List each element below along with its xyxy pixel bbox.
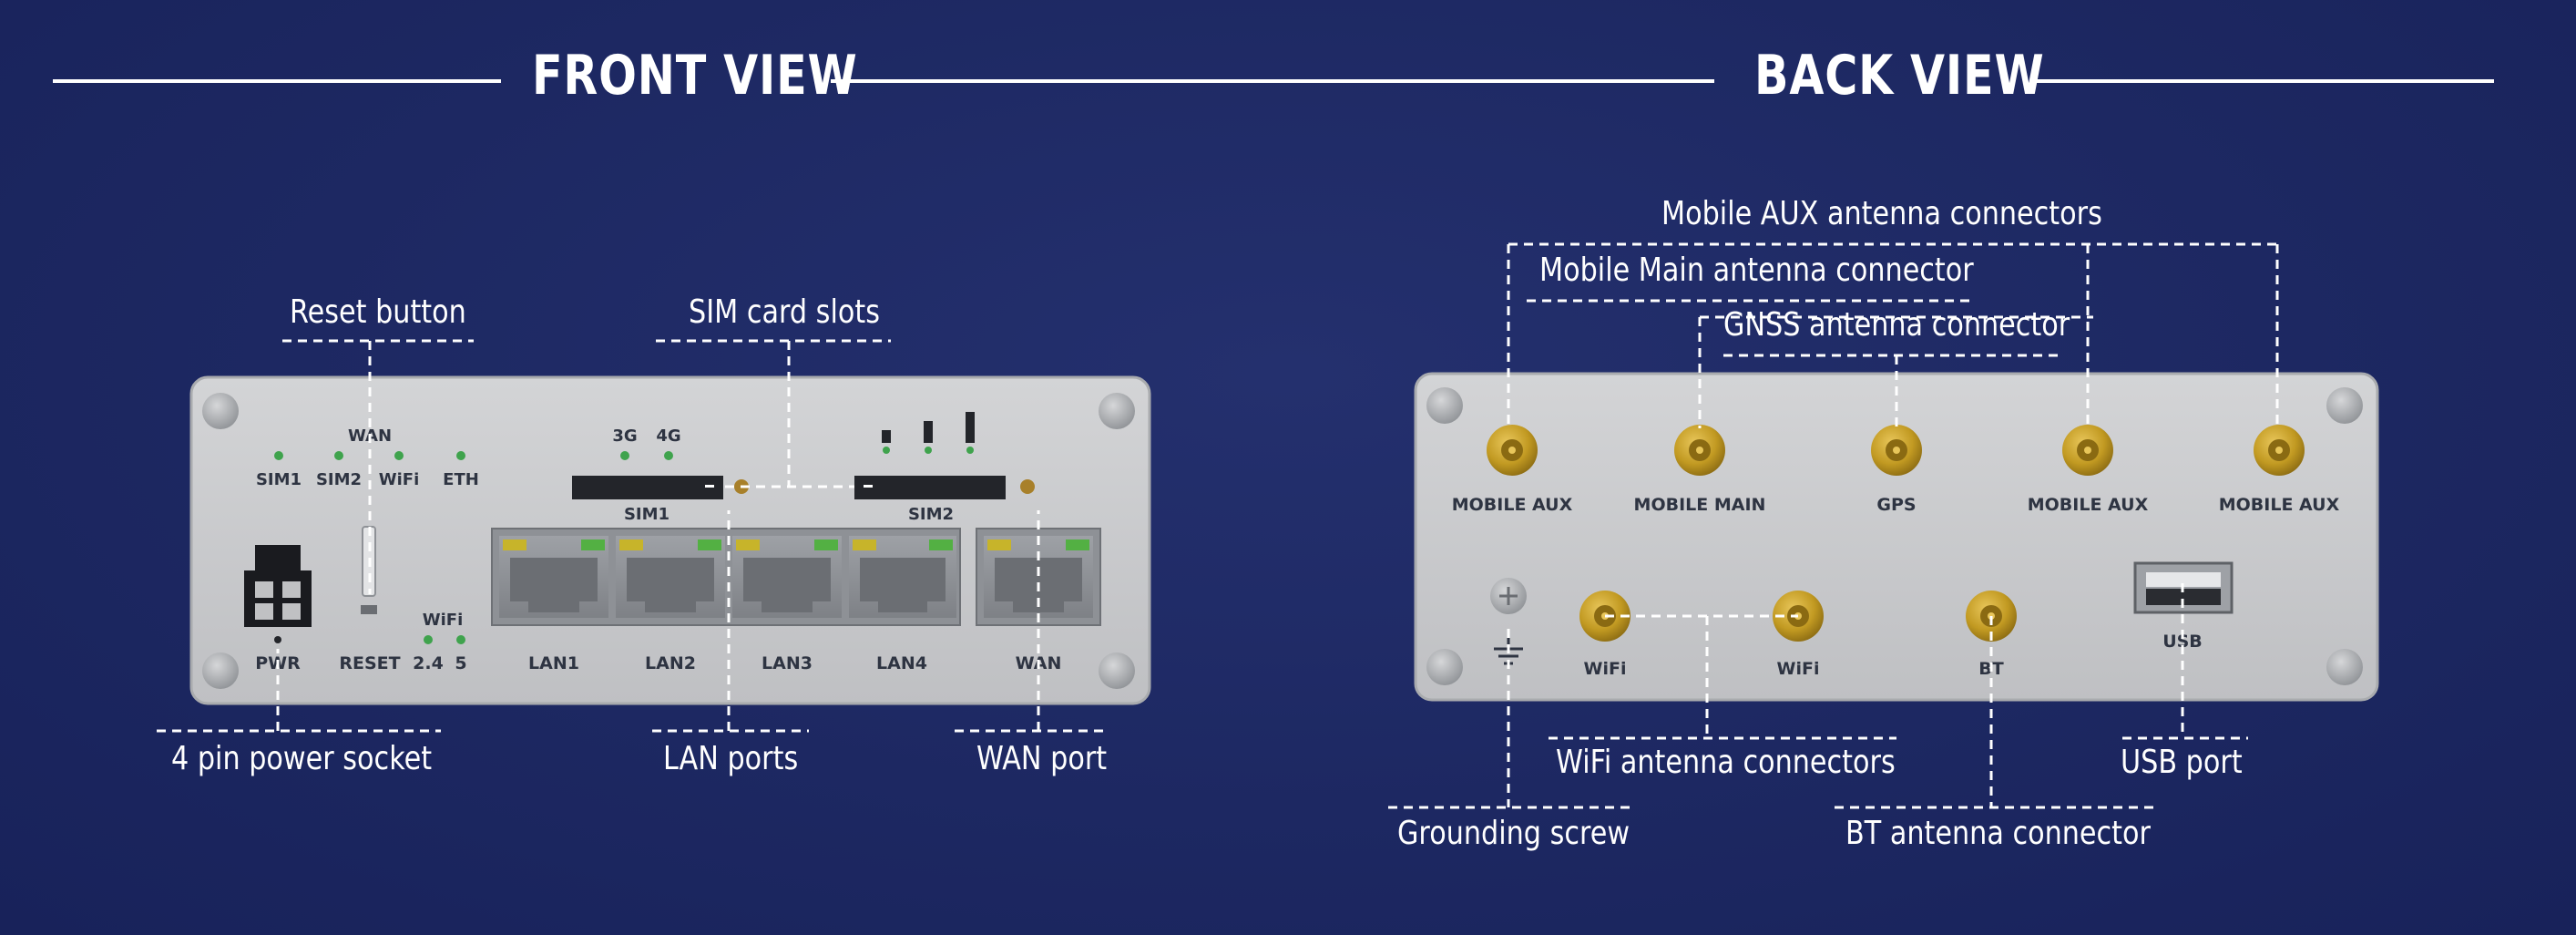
lan-port-4	[849, 536, 956, 618]
led-label-eth: ETH	[443, 470, 479, 489]
mobile-aux-label: MOBILE AUX	[2028, 495, 2149, 515]
lan1-label: LAN1	[528, 653, 579, 673]
led-label-3g: 3G	[612, 426, 637, 446]
reset-label: RESET	[339, 653, 400, 673]
corner-screw-icon	[202, 652, 239, 689]
antenna-connector-icon	[2254, 425, 2305, 476]
sim2-slot	[854, 476, 1006, 499]
callout-mobile-main: Mobile Main antenna connector	[1539, 252, 1974, 289]
back-title-rule-right	[2031, 79, 2494, 83]
sim1-label: SIM1	[624, 505, 670, 524]
corner-screw-icon	[1099, 393, 1135, 429]
antenna-connector-icon	[1871, 425, 1922, 476]
corner-screw-icon	[2326, 649, 2363, 685]
led-label-4g: 4G	[656, 426, 680, 446]
lan-port-3	[732, 536, 842, 618]
led-icon	[456, 635, 465, 644]
antenna-connector-icon	[1674, 425, 1725, 476]
usb-port-icon	[2133, 561, 2234, 614]
wifi-24-label: 2.4	[413, 653, 444, 673]
mobile-aux-label: MOBILE AUX	[2219, 495, 2340, 515]
led-icon	[334, 451, 343, 460]
callout-grounding-screw: Grounding screw	[1397, 815, 1630, 852]
led-label-sim2: SIM2	[316, 470, 362, 489]
callout-mobile-aux: Mobile AUX antenna connectors	[1661, 195, 2102, 232]
led-icon	[424, 635, 433, 644]
led-icon	[394, 451, 404, 460]
lan4-label: LAN4	[876, 653, 927, 673]
callout-usb-port: USB port	[2121, 744, 2243, 781]
callout-wan-port: WAN port	[976, 740, 1108, 777]
front-title-rule-left	[53, 79, 501, 83]
callout-reset-button: Reset button	[290, 293, 466, 331]
front-view-title: FRONT VIEW	[532, 44, 858, 108]
sim2-label: SIM2	[908, 505, 954, 524]
led-label-sim1: SIM1	[256, 470, 302, 489]
corner-screw-icon	[1426, 387, 1463, 424]
lan-port-2	[616, 536, 725, 618]
corner-screw-icon	[202, 393, 239, 429]
usb-label: USB	[2162, 632, 2203, 652]
callout-wifi-antennas: WiFi antenna connectors	[1556, 744, 1896, 781]
lan3-label: LAN3	[762, 653, 813, 673]
lan-port-1	[499, 536, 608, 618]
power-socket-icon	[244, 545, 312, 627]
lan2-label: LAN2	[645, 653, 696, 673]
mobile-main-label: MOBILE MAIN	[1634, 495, 1766, 515]
wifi-connector-label: WiFi	[1777, 659, 1820, 679]
led-icon	[456, 451, 465, 460]
back-view-title: BACK VIEW	[1754, 44, 2045, 108]
callout-gnss: GNSS antenna connector	[1723, 306, 2070, 344]
corner-screw-icon	[1099, 652, 1135, 689]
led-label-wifi: WiFi	[379, 470, 420, 489]
corner-screw-icon	[2326, 387, 2363, 424]
antenna-connector-icon	[1487, 425, 1538, 476]
led-icon	[664, 451, 673, 460]
leader-lines	[157, 242, 2279, 809]
wifi-connector-label: WiFi	[1584, 659, 1627, 679]
mobile-aux-label: MOBILE AUX	[1452, 495, 1573, 515]
callout-bt-antenna: BT antenna connector	[1845, 815, 2151, 852]
reset-led-icon	[361, 605, 377, 614]
front-title-rule-right	[831, 79, 1714, 83]
led-icon	[620, 451, 629, 460]
callout-power-socket: 4 pin power socket	[171, 740, 433, 777]
signal-bars-icon	[882, 412, 975, 454]
wifi-led-label: WiFi	[423, 611, 464, 630]
grounding-screw-icon	[1490, 578, 1527, 614]
gps-label: GPS	[1876, 495, 1916, 515]
callout-lan-ports: LAN ports	[663, 740, 799, 777]
sim-eject-icon	[1020, 479, 1035, 494]
callout-sim-card-slots: SIM card slots	[689, 293, 880, 331]
back-panel: MOBILE AUX MOBILE MAIN GPS MOBILE AUX MO…	[1414, 372, 2379, 702]
front-panel: WAN SIM1 SIM2 WiFi ETH 3G 4G SIM1 SIM2	[189, 375, 1151, 705]
corner-screw-icon	[1426, 649, 1463, 685]
sim1-slot	[572, 476, 723, 499]
led-icon	[274, 451, 283, 460]
wifi-5-label: 5	[455, 653, 466, 673]
antenna-connector-icon	[2062, 425, 2113, 476]
